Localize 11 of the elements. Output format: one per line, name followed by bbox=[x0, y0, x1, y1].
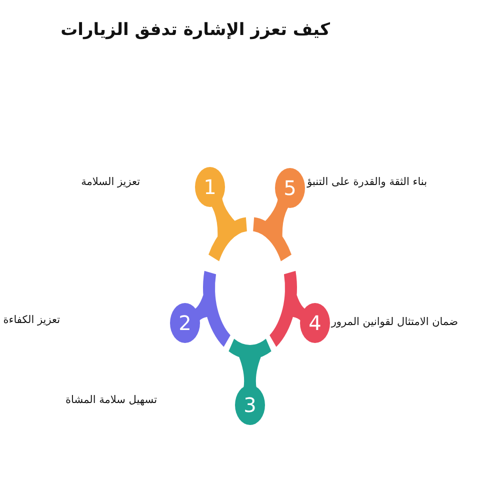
step-label: تسهيل سلامة المشاة bbox=[66, 393, 157, 407]
number-bubble: 3 bbox=[235, 385, 265, 425]
step-label: ضمان الامتثال لقوانين المرور bbox=[331, 315, 458, 329]
number-bubble: 1 bbox=[195, 167, 225, 207]
step-label: بناء الثقة والقدرة على التنبؤ bbox=[307, 175, 427, 189]
step-label: تعزيز السلامة bbox=[81, 175, 140, 189]
step-label: تعزيز الكفاءة bbox=[3, 313, 60, 327]
heading: كيف تعزز الإشارة تدفق الزيارات bbox=[60, 19, 330, 42]
number-bubble: 2 bbox=[170, 303, 200, 343]
number-bubble: 5 bbox=[275, 168, 305, 208]
number-bubble: 4 bbox=[300, 303, 330, 343]
